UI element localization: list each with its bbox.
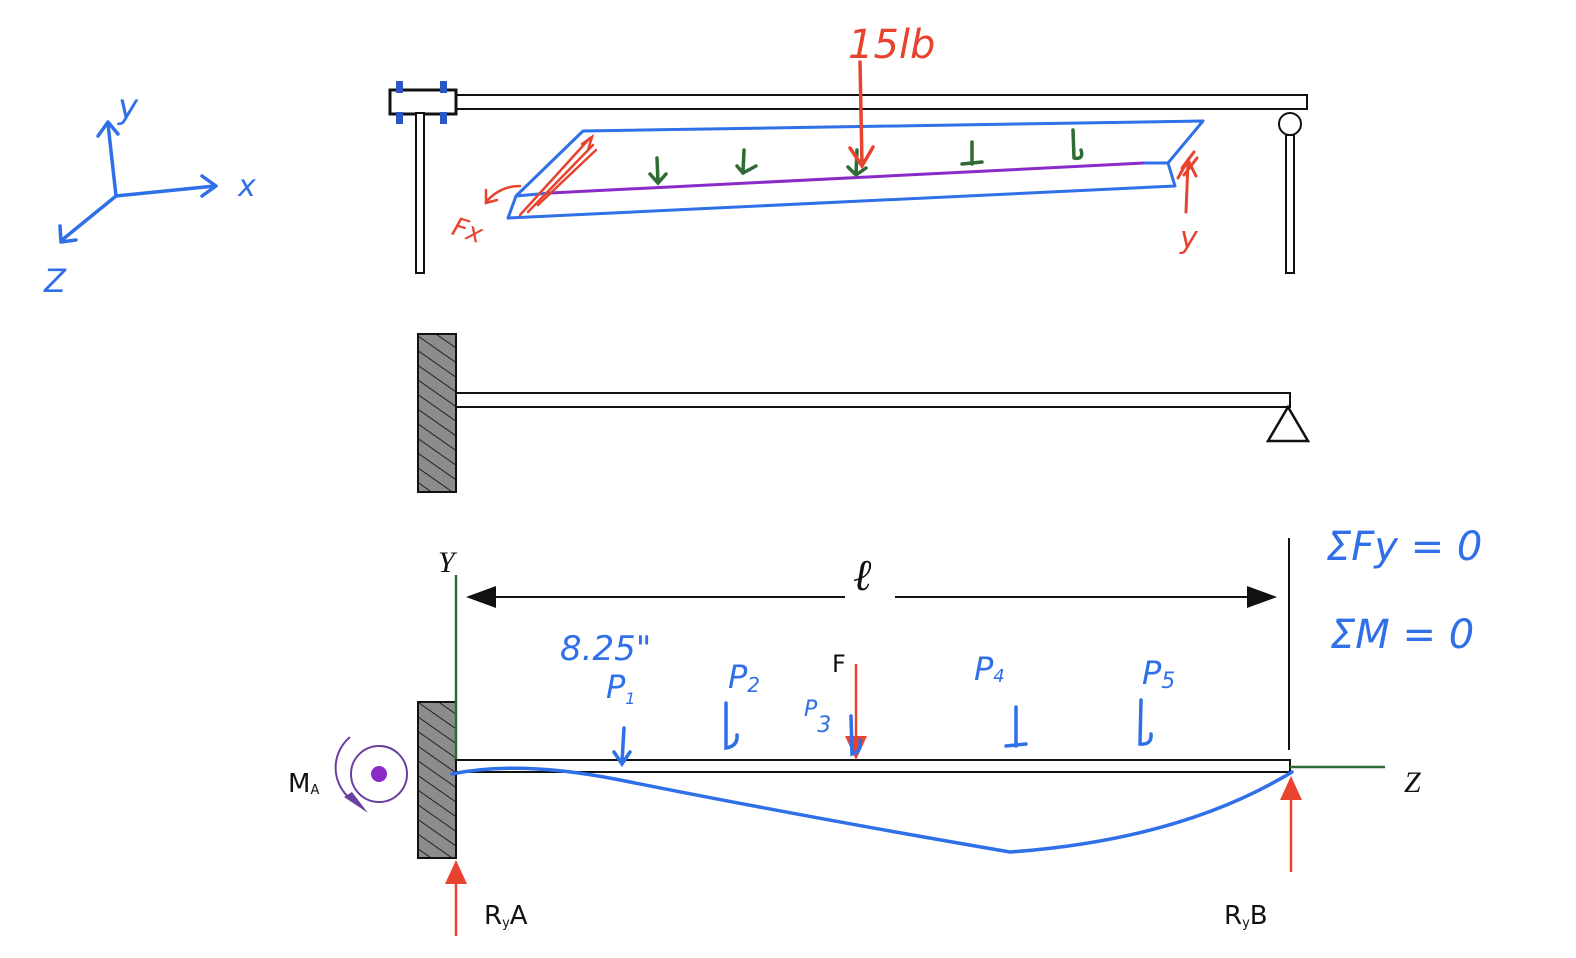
p3-arrow — [849, 714, 863, 757]
x-axis-arrowhead — [200, 174, 218, 198]
p4-arrow — [1004, 705, 1028, 748]
p1-label: P1 — [606, 668, 635, 708]
fx-hatch-head — [580, 133, 595, 152]
left-clamp — [388, 88, 458, 116]
middle-beam — [455, 392, 1291, 408]
dist-load-arrow-2 — [735, 148, 758, 176]
moment-label: MA — [288, 769, 319, 799]
clamp-bolt-4 — [440, 112, 447, 124]
dimension-arrow-right — [1247, 586, 1277, 608]
dist-load-arrow-3 — [846, 148, 868, 178]
sum-fy-equation: ΣFy = 0 — [1326, 524, 1482, 570]
plate-centerline — [548, 161, 1147, 195]
triangle-support-icon — [1265, 404, 1311, 443]
dimension-label: 8.25" — [560, 629, 651, 669]
x-axis-arrow — [114, 184, 217, 198]
dist-load-arrow-4 — [960, 140, 984, 166]
length-label: ℓ — [853, 551, 872, 600]
middle-beam-diagram — [417, 333, 1311, 493]
point-load-15lb — [848, 60, 875, 170]
z-axis-arrowhead — [58, 224, 78, 244]
wall-hatch-icon — [417, 701, 457, 859]
fx-hatch-2 — [526, 143, 595, 214]
left-post — [415, 112, 425, 274]
p2-label: P2 — [728, 658, 760, 697]
fx-hatch-3 — [536, 148, 598, 207]
p1-arrow — [612, 726, 632, 768]
load-label: 15lb — [848, 22, 935, 68]
reaction-a-label: RyA — [484, 901, 528, 931]
wall-hatch-icon — [417, 333, 457, 493]
reaction-b-arrowhead — [1280, 776, 1302, 800]
clamp-bolt-3 — [396, 112, 403, 124]
fx-curl-head — [484, 188, 499, 205]
p5-arrow — [1138, 698, 1153, 746]
dist-load-arrow-5 — [1071, 128, 1084, 161]
triad-y-label: y — [117, 87, 139, 127]
dist-load-arrow-1 — [648, 156, 668, 186]
out-of-plane-circle — [350, 745, 408, 803]
triad-z-label: Z — [43, 262, 67, 300]
top-beam-assembly — [388, 81, 1308, 274]
deflection-curve — [450, 766, 1294, 854]
moment-arrowhead — [344, 792, 368, 813]
y-axis-label: Y — [438, 546, 458, 579]
sum-m-equation: ΣM = 0 — [1330, 612, 1474, 658]
fx-curl — [484, 184, 522, 204]
bottom-beam-diagram — [334, 538, 1385, 936]
reaction-b-label: RyB — [1224, 901, 1268, 931]
p4-label: P4 — [974, 650, 1005, 688]
y-axis-arrow — [106, 122, 118, 198]
z-axis-label: Z — [1404, 766, 1421, 799]
load-arrowhead — [848, 145, 875, 170]
triad-x-label: x — [237, 169, 256, 204]
right-y-label: y — [1179, 221, 1199, 256]
pin-support-icon — [1278, 112, 1302, 136]
coordinate-axes-icon — [58, 120, 218, 244]
point-load-arrows — [612, 698, 1153, 768]
load-arrow-shaft — [858, 60, 864, 166]
reaction-a-arrowhead — [445, 860, 467, 884]
right-post — [1285, 134, 1295, 274]
p2-arrow — [724, 701, 739, 751]
right-y-hatch — [1180, 150, 1199, 177]
bottom-beam — [455, 759, 1291, 773]
force-f-arrowhead — [845, 736, 867, 760]
moment-arrow-icon — [334, 736, 353, 801]
dimension-arrow-left — [466, 586, 496, 608]
fx-label: Fx — [448, 212, 487, 250]
clamp-bolt-1 — [396, 81, 403, 93]
fx-reaction-marks — [484, 133, 598, 217]
z-axis-arrow — [60, 194, 118, 242]
top-beam — [391, 94, 1308, 110]
sketched-plate — [506, 119, 1205, 220]
clamp-bolt-2 — [440, 81, 447, 93]
force-f-label: F — [832, 650, 846, 678]
fx-hatch-1 — [518, 136, 592, 217]
y-axis-arrowhead — [96, 120, 120, 138]
distributed-load-arrows — [648, 128, 1084, 186]
p3-label: P3 — [804, 697, 831, 738]
p5-label: P5 — [1142, 654, 1175, 694]
out-of-plane-dot-icon — [371, 766, 387, 782]
right-y-reaction — [1176, 150, 1199, 214]
